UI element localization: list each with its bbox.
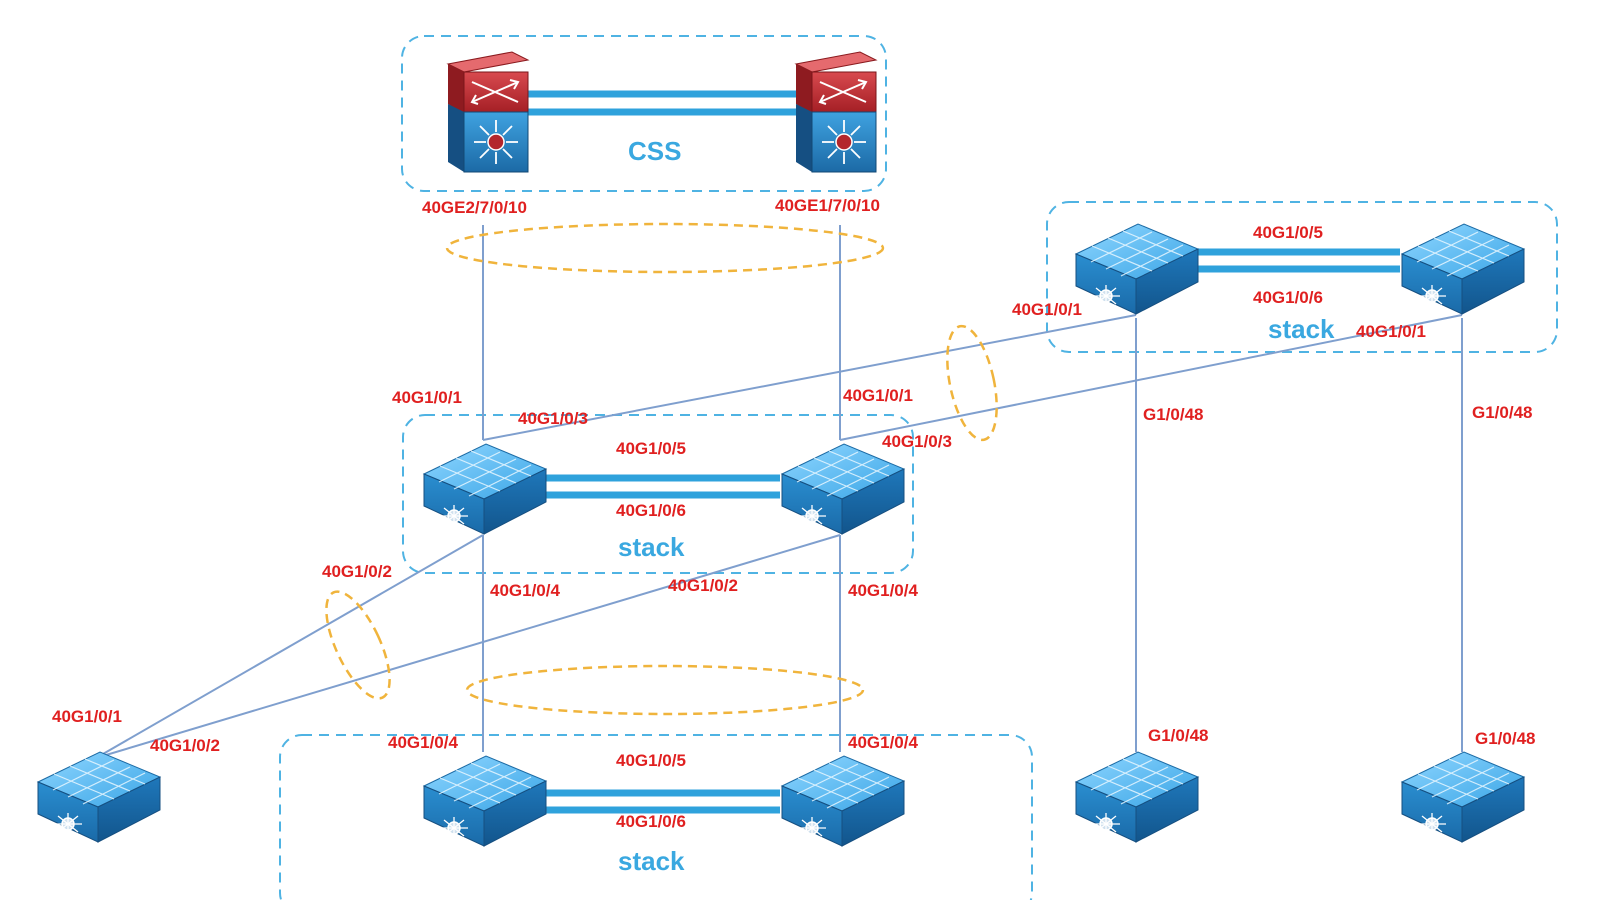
port-label: 40G1/0/2 xyxy=(322,562,392,581)
port-label: 40GE2/7/0/10 xyxy=(422,198,527,217)
port-label: 40G1/0/4 xyxy=(848,581,918,600)
port-label: 40G1/0/4 xyxy=(848,733,918,752)
port-label: 40G1/0/1 xyxy=(843,386,913,405)
switch-icon xyxy=(37,751,161,843)
port-label: 40G1/0/4 xyxy=(490,581,560,600)
bottom-stack-group-box xyxy=(279,734,1033,900)
agg-stack-label: stack xyxy=(618,532,685,562)
lag-ring-bottom xyxy=(465,664,865,716)
port-label: 40G1/0/5 xyxy=(616,439,686,458)
lag-ring-core xyxy=(445,222,885,274)
port-label: 40G1/0/3 xyxy=(882,432,952,451)
switch-icon xyxy=(1401,223,1525,315)
port-label: G1/0/48 xyxy=(1148,726,1209,745)
port-label: G1/0/48 xyxy=(1475,729,1536,748)
link-agg-left-access xyxy=(95,534,484,759)
switch-icon xyxy=(423,755,547,847)
switch-icon xyxy=(1401,751,1525,843)
port-label: G1/0/48 xyxy=(1143,405,1204,424)
port-label: 40G1/0/4 xyxy=(388,733,458,752)
core-switch-icon xyxy=(795,51,877,173)
port-label: 40G1/0/2 xyxy=(668,576,738,595)
port-label: 40G1/0/6 xyxy=(616,501,686,520)
switch-icon xyxy=(781,443,905,535)
core-switch-icon xyxy=(447,51,529,173)
port-label: 40G1/0/5 xyxy=(616,751,686,770)
right-stack-label: stack xyxy=(1268,314,1335,344)
port-label: 40GE1/7/0/10 xyxy=(775,196,880,215)
port-label: 40G1/0/1 xyxy=(392,388,462,407)
stack-links xyxy=(528,90,1400,814)
switch-icon xyxy=(1075,751,1199,843)
port-label: 40G1/0/6 xyxy=(1253,288,1323,307)
port-label: 40G1/0/6 xyxy=(616,812,686,831)
links xyxy=(95,225,1463,759)
right-stack-group-box xyxy=(1046,201,1558,353)
link-agg-left-right-stack xyxy=(482,314,1137,441)
lag-ring-access xyxy=(325,590,391,700)
switch-icon xyxy=(1075,223,1199,315)
css-label: CSS xyxy=(628,136,681,166)
lag-ring-cross xyxy=(946,324,998,442)
port-label: 40G1/0/5 xyxy=(1253,223,1323,242)
port-labels: 40GE2/7/0/10 40GE1/7/0/10 40G1/0/5 40G1/… xyxy=(52,196,1536,831)
bottom-stack-label: stack xyxy=(618,846,685,876)
switch-icon xyxy=(781,755,905,847)
css-group-box xyxy=(401,35,887,192)
port-label: G1/0/48 xyxy=(1472,403,1533,422)
link-agg-right-access xyxy=(95,534,841,759)
switch-icon xyxy=(423,443,547,535)
link-agg-right-right-stack xyxy=(839,314,1463,441)
port-label: 40G1/0/1 xyxy=(52,707,122,726)
port-label: 40G1/0/3 xyxy=(518,409,588,428)
port-label: 40G1/0/1 xyxy=(1012,300,1082,319)
port-label: 40G1/0/1 xyxy=(1356,322,1426,341)
port-label: 40G1/0/2 xyxy=(150,736,220,755)
